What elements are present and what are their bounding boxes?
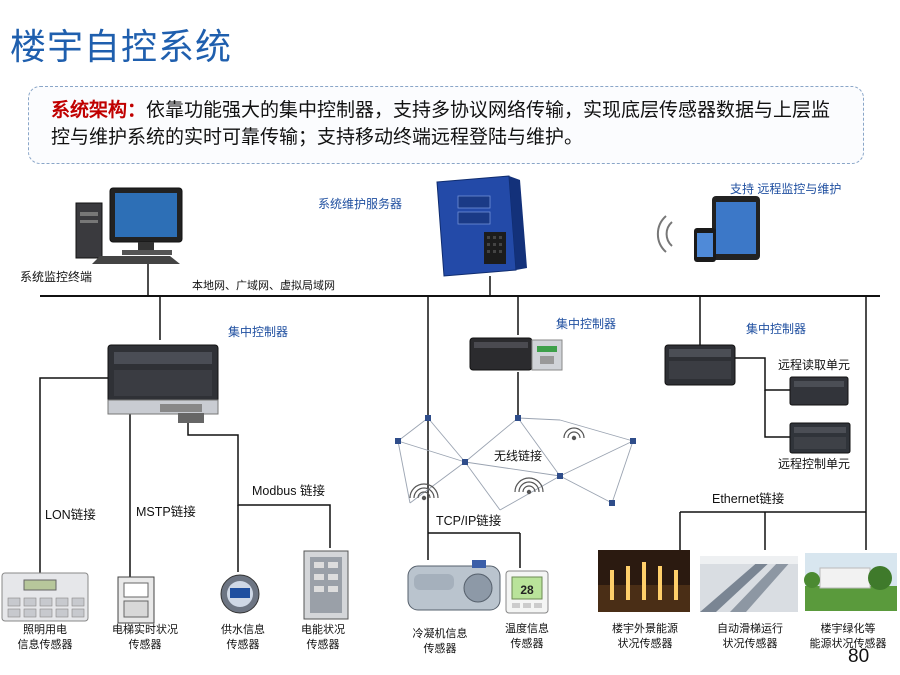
remote-read-unit-icon bbox=[789, 376, 849, 406]
maintenance-server-label: 系统维护服务器 bbox=[318, 196, 402, 211]
remote-read-label: 远程读取单元 bbox=[778, 357, 850, 372]
remote-control-unit-icon bbox=[789, 422, 851, 454]
sensor-caption: 供水信息 bbox=[221, 622, 265, 636]
ethernet-label: Ethernet链接 bbox=[712, 491, 785, 506]
escalator-photo bbox=[700, 556, 798, 612]
chiller-sensor-icon bbox=[407, 560, 501, 611]
sensor-caption: 电能状况 bbox=[301, 622, 345, 636]
central-controller-3-icon bbox=[664, 344, 736, 386]
sensor-captions: 照明用电 信息传感器 电梯实时状况 传感器 供水信息 传感器 电能状况 传感器 … bbox=[18, 621, 887, 655]
exterior-lighting-photo bbox=[598, 550, 690, 612]
wireless-label: 无线链接 bbox=[494, 448, 542, 463]
server-icon bbox=[436, 175, 527, 277]
modbus-label: Modbus 链接 bbox=[252, 483, 325, 498]
sensor-caption: 传感器 bbox=[227, 638, 260, 651]
wireless-nodes bbox=[395, 415, 636, 506]
page-title: 楼宇自控系统 bbox=[10, 26, 233, 67]
wireless-node bbox=[557, 473, 563, 479]
remote-support-label: 支持 远程监控与维护 bbox=[730, 181, 841, 196]
sensor-caption: 传感器 bbox=[511, 637, 544, 650]
sensor-caption: 冷凝机信息 bbox=[413, 626, 468, 640]
remote-control-link bbox=[764, 390, 790, 438]
tcpip-label: TCP/IP链接 bbox=[436, 513, 502, 528]
sensor-caption: 状况传感器 bbox=[618, 636, 673, 650]
power-sensor-icon bbox=[303, 550, 349, 620]
central-controller-2-icon bbox=[469, 337, 563, 371]
lon-link-line bbox=[39, 377, 108, 575]
temperature-sensor-icon: 28 bbox=[505, 570, 549, 614]
greenery-photo bbox=[804, 553, 897, 611]
controller-1-label: 集中控制器 bbox=[228, 324, 288, 339]
wireless-node bbox=[425, 415, 431, 421]
wifi-signal-icon bbox=[514, 477, 544, 495]
sensor-caption: 自动滑梯运行 bbox=[717, 622, 783, 635]
wireless-node bbox=[395, 438, 401, 444]
lon-label: LON链接 bbox=[45, 507, 96, 522]
temperature-display: 28 bbox=[520, 583, 534, 597]
sensor-caption: 传感器 bbox=[307, 638, 340, 651]
mstp-label: MSTP链接 bbox=[136, 504, 196, 519]
mobile-devices-icon bbox=[656, 196, 760, 262]
central-controller-1-icon bbox=[107, 344, 219, 423]
sensor-caption: 状况传感器 bbox=[723, 636, 778, 650]
sensor-caption: 楼宇绿化等 bbox=[821, 621, 876, 635]
wireless-node bbox=[515, 415, 521, 421]
banner-text: 依靠功能强大的集中控制器，支持多协议网络传输，实现底层传感器数据与上层监控与维护… bbox=[51, 100, 831, 148]
sensor-caption: 照明用电 bbox=[23, 623, 67, 636]
sensor-caption: 信息传感器 bbox=[18, 637, 73, 651]
remote-read-link bbox=[735, 357, 790, 391]
sensor-caption: 传感器 bbox=[424, 642, 457, 655]
sensor-caption: 电梯实时状况 bbox=[112, 622, 178, 636]
sensor-caption: 楼宇外景能源 bbox=[612, 621, 678, 635]
sensor-caption: 传感器 bbox=[129, 638, 162, 651]
lighting-sensor-icon bbox=[1, 572, 89, 622]
wireless-node bbox=[609, 500, 615, 506]
elevator-sensor-icon bbox=[117, 576, 155, 624]
modbus-link-line bbox=[187, 422, 331, 548]
controller-3-label: 集中控制器 bbox=[746, 321, 806, 336]
controller-2-label: 集中控制器 bbox=[556, 316, 616, 331]
banner-highlight: 系统架构： bbox=[51, 100, 147, 121]
wifi-signal-icon bbox=[409, 483, 439, 501]
wifi-signal-icon bbox=[563, 427, 585, 441]
remote-control-label: 远程控制单元 bbox=[778, 456, 850, 471]
sensor-caption: 能源状况传感器 bbox=[810, 636, 887, 650]
monitor-terminal-label: 系统监控终端 bbox=[20, 269, 92, 284]
sensor-caption: 温度信息 bbox=[505, 621, 549, 635]
pc-monitor-icon bbox=[75, 187, 183, 264]
wireless-signal-icons bbox=[409, 427, 585, 501]
wireless-node bbox=[462, 459, 468, 465]
page-number: 80 bbox=[848, 646, 870, 667]
water-supply-sensor-icon bbox=[220, 574, 260, 614]
architecture-banner: 系统架构：依靠功能强大的集中控制器，支持多协议网络传输，实现底层传感器数据与上层… bbox=[28, 86, 864, 164]
wireless-node bbox=[630, 438, 636, 444]
wireless-mesh bbox=[397, 417, 634, 511]
network-label: 本地网、广域网、虚拟局域网 bbox=[192, 278, 335, 292]
